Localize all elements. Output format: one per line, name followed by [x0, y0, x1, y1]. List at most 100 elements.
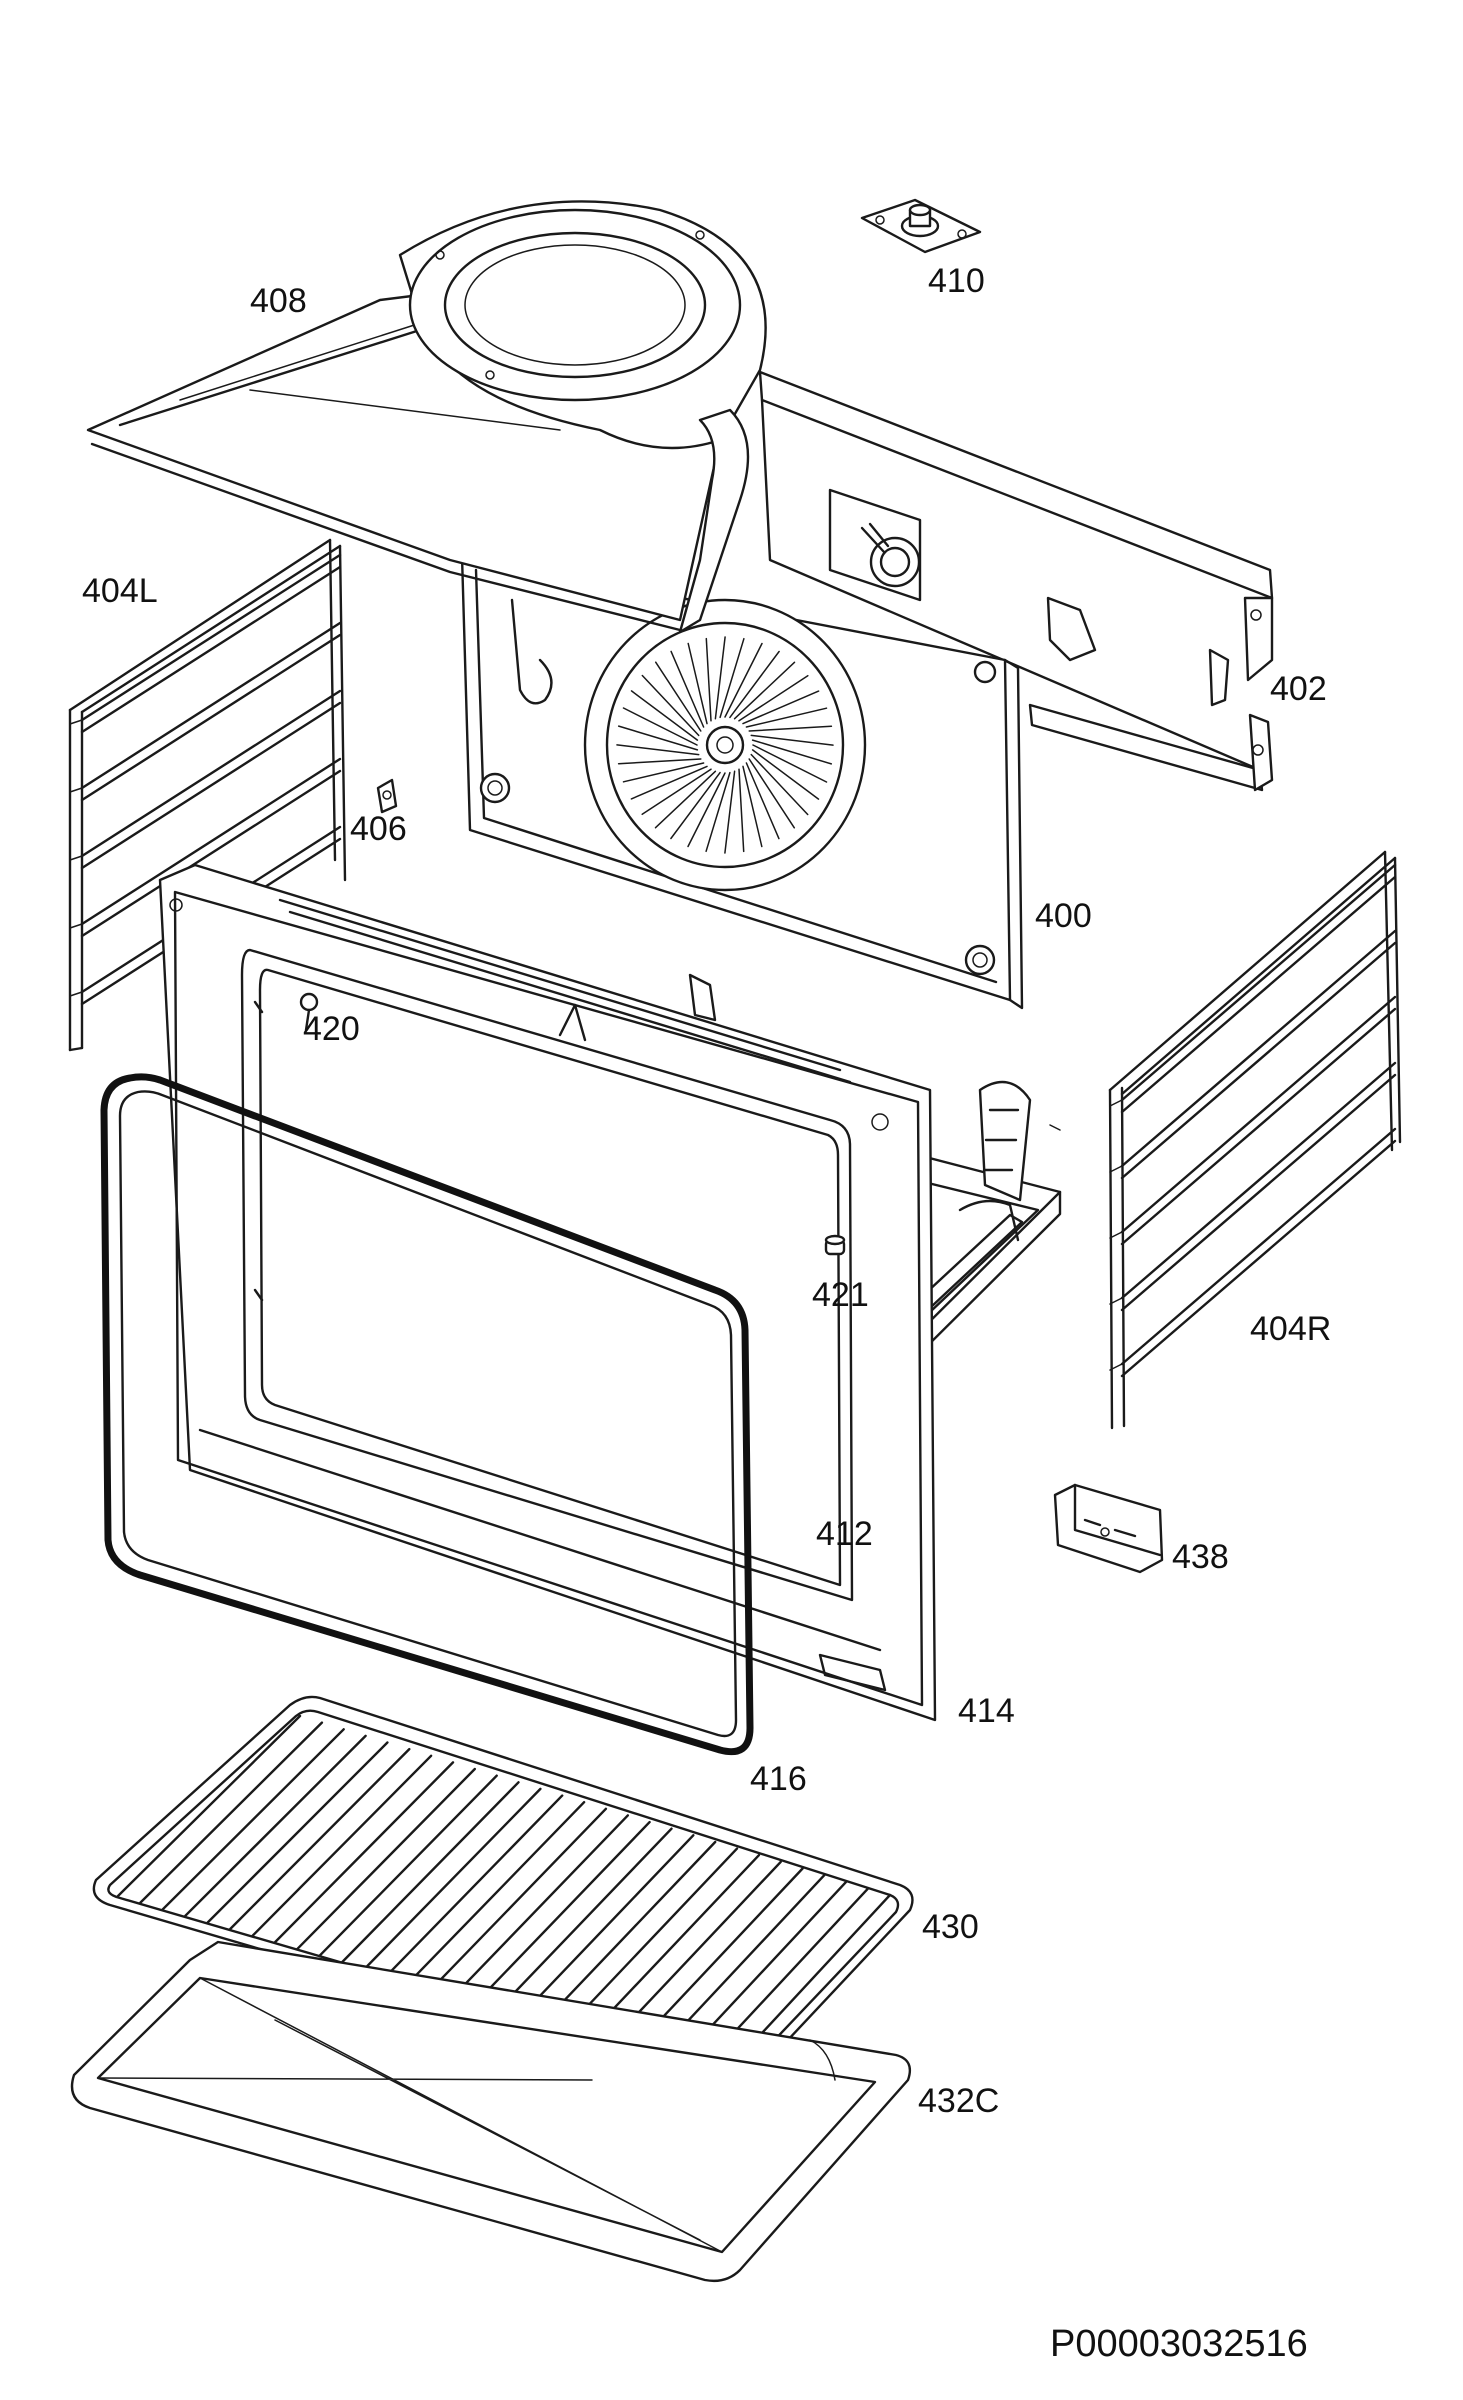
fan-slot	[617, 725, 699, 751]
shelf-bar	[273, 1761, 455, 1944]
label-406: 406	[350, 810, 407, 848]
shelf-bar	[139, 1721, 324, 1904]
shelf-bar	[161, 1728, 345, 1911]
shelf-bar	[498, 1827, 673, 2010]
fan-slot	[750, 734, 834, 746]
fan-slot	[641, 768, 712, 816]
left-runner	[80, 621, 342, 790]
right-runner	[1120, 929, 1397, 1168]
label-412: 412	[816, 1515, 873, 1553]
fan-slot	[654, 770, 717, 829]
part-408-top-deflector	[86, 200, 767, 634]
fan-slot	[742, 690, 820, 725]
label-432C: 432C	[918, 2082, 999, 2120]
fan-slot	[733, 661, 796, 720]
right-runner	[1120, 1127, 1397, 1366]
shelf-bar	[386, 1794, 564, 1977]
fan-slot	[724, 770, 736, 854]
right-runner	[1120, 1073, 1397, 1312]
shelf-bar	[341, 1781, 520, 1964]
part-414-front-frame	[158, 863, 937, 1722]
fan-slot	[729, 650, 780, 719]
shelf-bar	[475, 1820, 651, 2003]
shelf-bar	[565, 1847, 739, 2030]
label-410: 410	[928, 262, 985, 300]
leader-lines	[1049, 1124, 1061, 1131]
right-runner	[1120, 863, 1397, 1102]
fan-slot	[687, 642, 708, 725]
shelf-bar	[363, 1787, 542, 1970]
label-402: 402	[1270, 670, 1327, 708]
left-runner	[80, 633, 342, 802]
label-404R: 404R	[1250, 1310, 1331, 1348]
right-shelf-runners	[1109, 863, 1397, 1378]
shelf-bar	[206, 1741, 389, 1924]
fan-slot	[641, 674, 700, 737]
left-runner-end	[69, 787, 83, 793]
part-labels: 408 410 404L 402 406 400 420 421 404R 41…	[82, 262, 1331, 2365]
shelf-bar	[116, 1714, 302, 1898]
fan-slot	[750, 753, 809, 816]
left-runner	[80, 689, 342, 858]
shelf-bar	[588, 1853, 761, 2036]
fan-slot	[705, 771, 731, 853]
right-runner-end	[1109, 1165, 1123, 1173]
fan-slot	[622, 707, 698, 746]
right-runner	[1120, 1007, 1397, 1246]
left-runner	[80, 565, 342, 734]
fan-slot	[751, 749, 820, 800]
left-runner	[80, 757, 342, 926]
wire-shelf-bars	[116, 1714, 892, 2076]
part-421-screw	[824, 1234, 846, 1256]
fan-slot	[714, 636, 726, 720]
fan-slot	[745, 762, 780, 840]
fan-slot	[752, 744, 828, 783]
shelf-bar	[318, 1774, 498, 1957]
part-406-clip	[376, 778, 398, 814]
fan-slot	[617, 758, 702, 765]
fan-slot	[738, 674, 809, 722]
fan-slot	[705, 637, 712, 722]
left-runner-end	[69, 923, 83, 929]
label-400: 400	[1035, 897, 1092, 935]
part-430-wire-shelf	[92, 1695, 914, 2087]
shelf-bar	[296, 1767, 476, 1950]
left-runner-end	[69, 991, 83, 997]
shelf-bar	[543, 1840, 717, 2023]
fan-slot	[670, 650, 705, 728]
shelf-bar	[453, 1814, 629, 1997]
fan-cover-slots	[616, 636, 834, 854]
right-runner-end	[1109, 1297, 1123, 1305]
label-404L: 404L	[82, 572, 158, 610]
right-runner	[1120, 1139, 1397, 1378]
right-runner	[1120, 995, 1397, 1234]
fan-slot	[745, 707, 828, 728]
fan-slot	[616, 744, 700, 756]
right-runner-end	[1109, 1363, 1123, 1371]
fan-slot	[724, 642, 763, 718]
part-404R-right-shelf-support	[1108, 850, 1402, 1430]
right-runner	[1120, 941, 1397, 1180]
left-runner	[80, 769, 342, 938]
right-runner-end	[1109, 1099, 1123, 1107]
label-438: 438	[1172, 1538, 1229, 1576]
part-416-door-seal	[100, 1073, 754, 1756]
left-runner-end	[69, 855, 83, 861]
shelf-bar	[408, 1800, 586, 1983]
fan-slot	[751, 739, 833, 765]
reference-code: P00003032516	[1050, 2323, 1308, 2365]
label-416: 416	[750, 1760, 807, 1798]
right-runner	[1120, 1061, 1397, 1300]
shelf-bar	[228, 1747, 411, 1931]
fan-slot	[630, 765, 708, 800]
label-420: 420	[303, 1010, 360, 1048]
fan-slot	[742, 765, 763, 848]
part-438-bracket	[1053, 1483, 1164, 1574]
left-runner	[80, 701, 342, 870]
shelf-bar	[520, 1834, 695, 2016]
label-421: 421	[812, 1276, 869, 1314]
part-420-screw	[299, 992, 319, 1032]
fan-slot	[630, 690, 699, 741]
fan-slot	[687, 772, 726, 848]
